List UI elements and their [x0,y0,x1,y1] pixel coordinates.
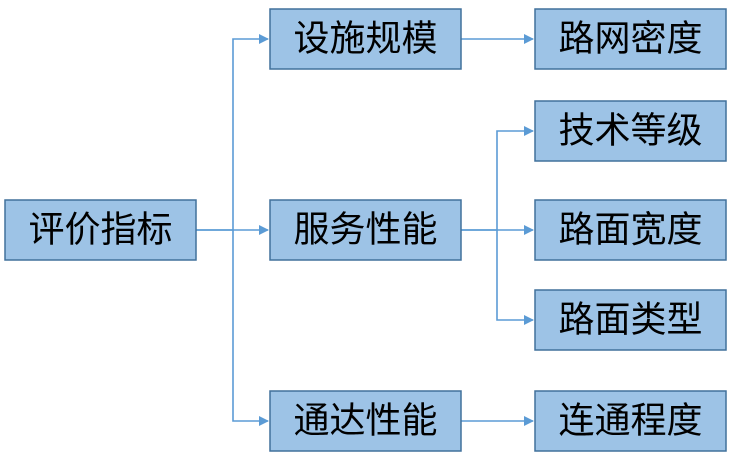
category-node: 设施规模 [269,8,462,70]
category-node-box [269,8,462,70]
leaf-node-label: 路网密度 [558,19,702,60]
category-node-label: 设施规模 [293,19,437,60]
edge-cat-1-to-leaf-2 [496,230,534,325]
leaf-node-box [534,289,727,351]
edge-root-to-cat-0 [196,34,269,231]
leaf-node-label: 路面类型 [558,300,702,341]
leaf-node-label: 连通程度 [558,401,702,442]
root-node-label: 评价指标 [28,210,172,251]
category-node: 通达性能 [269,390,462,452]
root-node: 评价指标 [4,199,197,261]
leaf-node: 连通程度 [534,390,727,452]
connector-lines [196,34,534,426]
leaf-node: 路面类型 [534,289,727,351]
leaf-node-label: 技术等级 [558,111,702,152]
category-node-label: 服务性能 [293,210,437,251]
leaf-node: 路网密度 [534,8,727,70]
leaf-node-box [534,100,727,162]
leaf-node: 路面宽度 [534,199,727,261]
category-node-label: 通达性能 [293,401,437,442]
category-node: 服务性能 [269,199,462,261]
leaf-node: 技术等级 [534,100,727,162]
leaf-node-box [534,199,727,261]
edge-cat-1-to-leaf-0 [461,126,534,231]
edge-root-to-cat-2 [232,230,269,426]
category-node-box [269,199,462,261]
root-node-box [4,199,197,261]
leaf-node-box [534,8,727,70]
leaf-node-label: 路面宽度 [558,210,702,251]
category-node-box [269,390,462,452]
leaf-node-box [534,390,727,452]
